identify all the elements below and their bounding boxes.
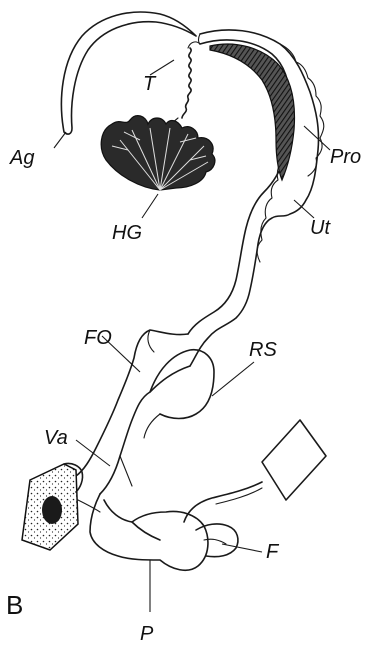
dart-sac-flap (184, 420, 326, 522)
label-p: P (140, 623, 154, 645)
penis-complex (90, 494, 238, 570)
receptaculum-seminis (144, 350, 214, 438)
label-va: Va (44, 427, 68, 449)
label-hg: HG (112, 222, 142, 244)
free-oviduct-and-vagina (76, 330, 190, 494)
hermaphrodite-gland (101, 116, 215, 190)
main-tract (188, 30, 324, 366)
label-rs: RS (249, 339, 277, 361)
label-ut: Ut (310, 217, 331, 239)
genital-atrium (22, 463, 100, 550)
panel-label: B (6, 590, 23, 620)
label-pro: Pro (330, 146, 361, 168)
albumen-gland (61, 12, 196, 134)
label-fo: FO (84, 327, 112, 349)
label-ag: Ag (9, 147, 34, 169)
label-t: T (143, 73, 157, 95)
label-f: F (266, 541, 280, 563)
